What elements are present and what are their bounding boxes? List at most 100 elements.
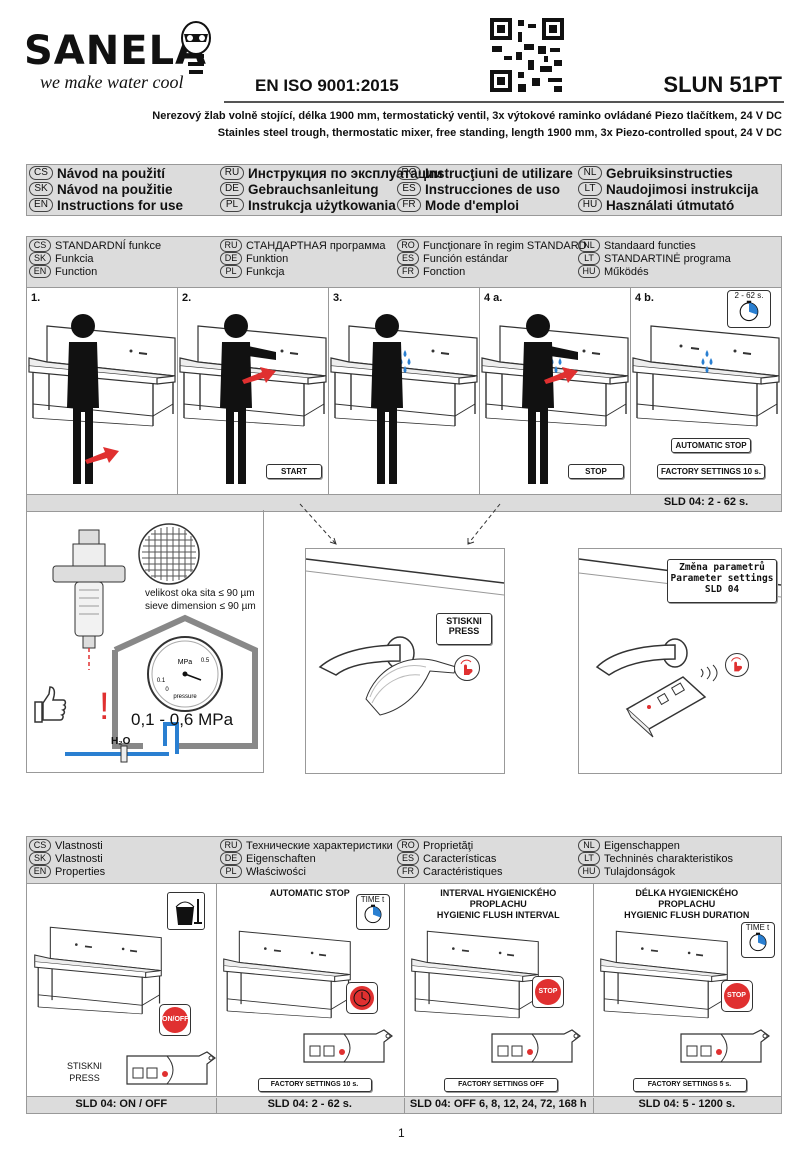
control-button[interactable]: STOP <box>532 976 564 1008</box>
trough-illustration <box>33 920 163 1021</box>
language-label: STANDARTINĖ programa <box>604 252 731 265</box>
trough-illustration <box>410 924 540 1025</box>
person-figure <box>53 312 123 493</box>
person-figure <box>206 312 276 493</box>
language-code-badge: PL <box>220 865 242 878</box>
language-code-badge: EN <box>29 265 51 278</box>
step-panel: 4 a. STOP <box>480 288 631 496</box>
steps-footer: SLD 04: 2 - 62 s. <box>27 494 781 511</box>
language-code-badge: CS <box>29 239 51 252</box>
controller-unit <box>126 1050 217 1095</box>
factory-settings-label: FACTORY SETTINGS 10 s. <box>657 464 765 479</box>
timer-icon <box>357 904 389 929</box>
language-label: Eigenschappen <box>604 839 680 852</box>
language-label: Gebruiksinstructies <box>606 165 733 181</box>
language-code-badge: DE <box>220 252 242 265</box>
pointer-arrows <box>299 503 501 545</box>
property-title-line1: AUTOMATIC STOP <box>269 888 350 898</box>
control-button[interactable]: ON/OFF <box>159 1004 191 1036</box>
language-label: Funktion <box>246 252 289 265</box>
language-label: Właściwości <box>246 865 306 878</box>
language-code-badge: RO <box>397 239 419 252</box>
step-number: 4 a. <box>484 292 503 304</box>
step-number: 4 b. <box>635 292 654 304</box>
language-code-badge: LT <box>578 252 600 265</box>
language-label: Instrukcja użytkowania <box>248 197 396 213</box>
property-footer-label: SLD 04: ON / OFF <box>27 1098 217 1113</box>
piezo-button[interactable] <box>454 655 480 681</box>
step-panel: 3. <box>329 288 480 496</box>
automatic-stop-button[interactable]: AUTOMATIC STOP <box>671 438 751 453</box>
action-button[interactable]: START <box>266 464 322 479</box>
installation-panel: velikost oka sita ≤ 90 µm sieve dimensio… <box>26 510 264 773</box>
person-figure <box>357 312 427 493</box>
property-title: AUTOMATIC STOP <box>216 888 405 899</box>
language-label: Características <box>423 852 497 865</box>
language-label: Properties <box>55 865 106 878</box>
timer-badge: 2 - 62 s. <box>727 290 771 328</box>
language-label: Vlastnosti <box>55 839 103 852</box>
parameter-callout: Změna parametrů Parameter settings SLD 0… <box>667 559 777 603</box>
control-button-label: STOP <box>535 979 561 1005</box>
model-title: SLUN 51PT <box>663 72 782 97</box>
page-number: 1 <box>398 1126 405 1140</box>
parameter-line3: SLD 04 <box>704 584 740 595</box>
language-code-badge: SK <box>29 852 51 865</box>
language-code-badge: RO <box>397 166 421 180</box>
timer-badge: TIME t <box>355 894 390 930</box>
language-label: Naudojimosi instrukcija <box>606 181 759 197</box>
water-pipe-icon <box>65 745 169 763</box>
language-label: Instrucţiuni de utilizare <box>425 165 573 181</box>
language-code-badge: RO <box>397 839 419 852</box>
language-code-badge: RU <box>220 166 244 180</box>
gauge-min: 0 <box>165 687 169 693</box>
factory-settings-label: FACTORY SETTINGS OFF <box>444 1078 558 1092</box>
sieve-mesh-icon <box>138 523 200 585</box>
header-rule <box>224 101 784 103</box>
clock-button[interactable] <box>345 982 378 1014</box>
language-code-badge: RU <box>220 239 242 252</box>
language-code-badge: CS <box>29 839 51 852</box>
language-label: Función estándar <box>423 252 508 265</box>
language-code-badge: LT <box>578 852 600 865</box>
bucket-icon <box>167 892 205 930</box>
sieve-size-en: sieve dimension ≤ 90 µm <box>145 601 256 612</box>
language-label: Használati útmutató <box>606 197 735 213</box>
control-button[interactable]: STOP <box>720 980 753 1012</box>
person-figure <box>508 312 578 493</box>
press-panel: STISKNI PRESS <box>305 548 505 774</box>
step-panel: 4 b. 2 - 62 s. AUTOMATIC STOP FACTORY SETTI… <box>631 288 782 496</box>
factory-settings-label: FACTORY SETTINGS 5 s. <box>632 1078 747 1092</box>
language-code-badge: DE <box>220 852 242 865</box>
step-number: 1. <box>31 292 41 304</box>
sieve-size-cs: velikost oka sita ≤ 90 µm <box>145 588 255 599</box>
house-icon <box>112 614 258 754</box>
piezo-button-remote[interactable] <box>725 653 749 677</box>
action-button[interactable]: STOP <box>568 464 624 479</box>
property-title-line3: HYGIENIC FLUSH DURATION <box>624 910 750 920</box>
press-callout: STISKNI PRESS <box>436 613 492 645</box>
factory-settings-label: FACTORY SETTINGS 10 s. <box>257 1078 372 1092</box>
language-code-badge: PL <box>220 265 242 278</box>
